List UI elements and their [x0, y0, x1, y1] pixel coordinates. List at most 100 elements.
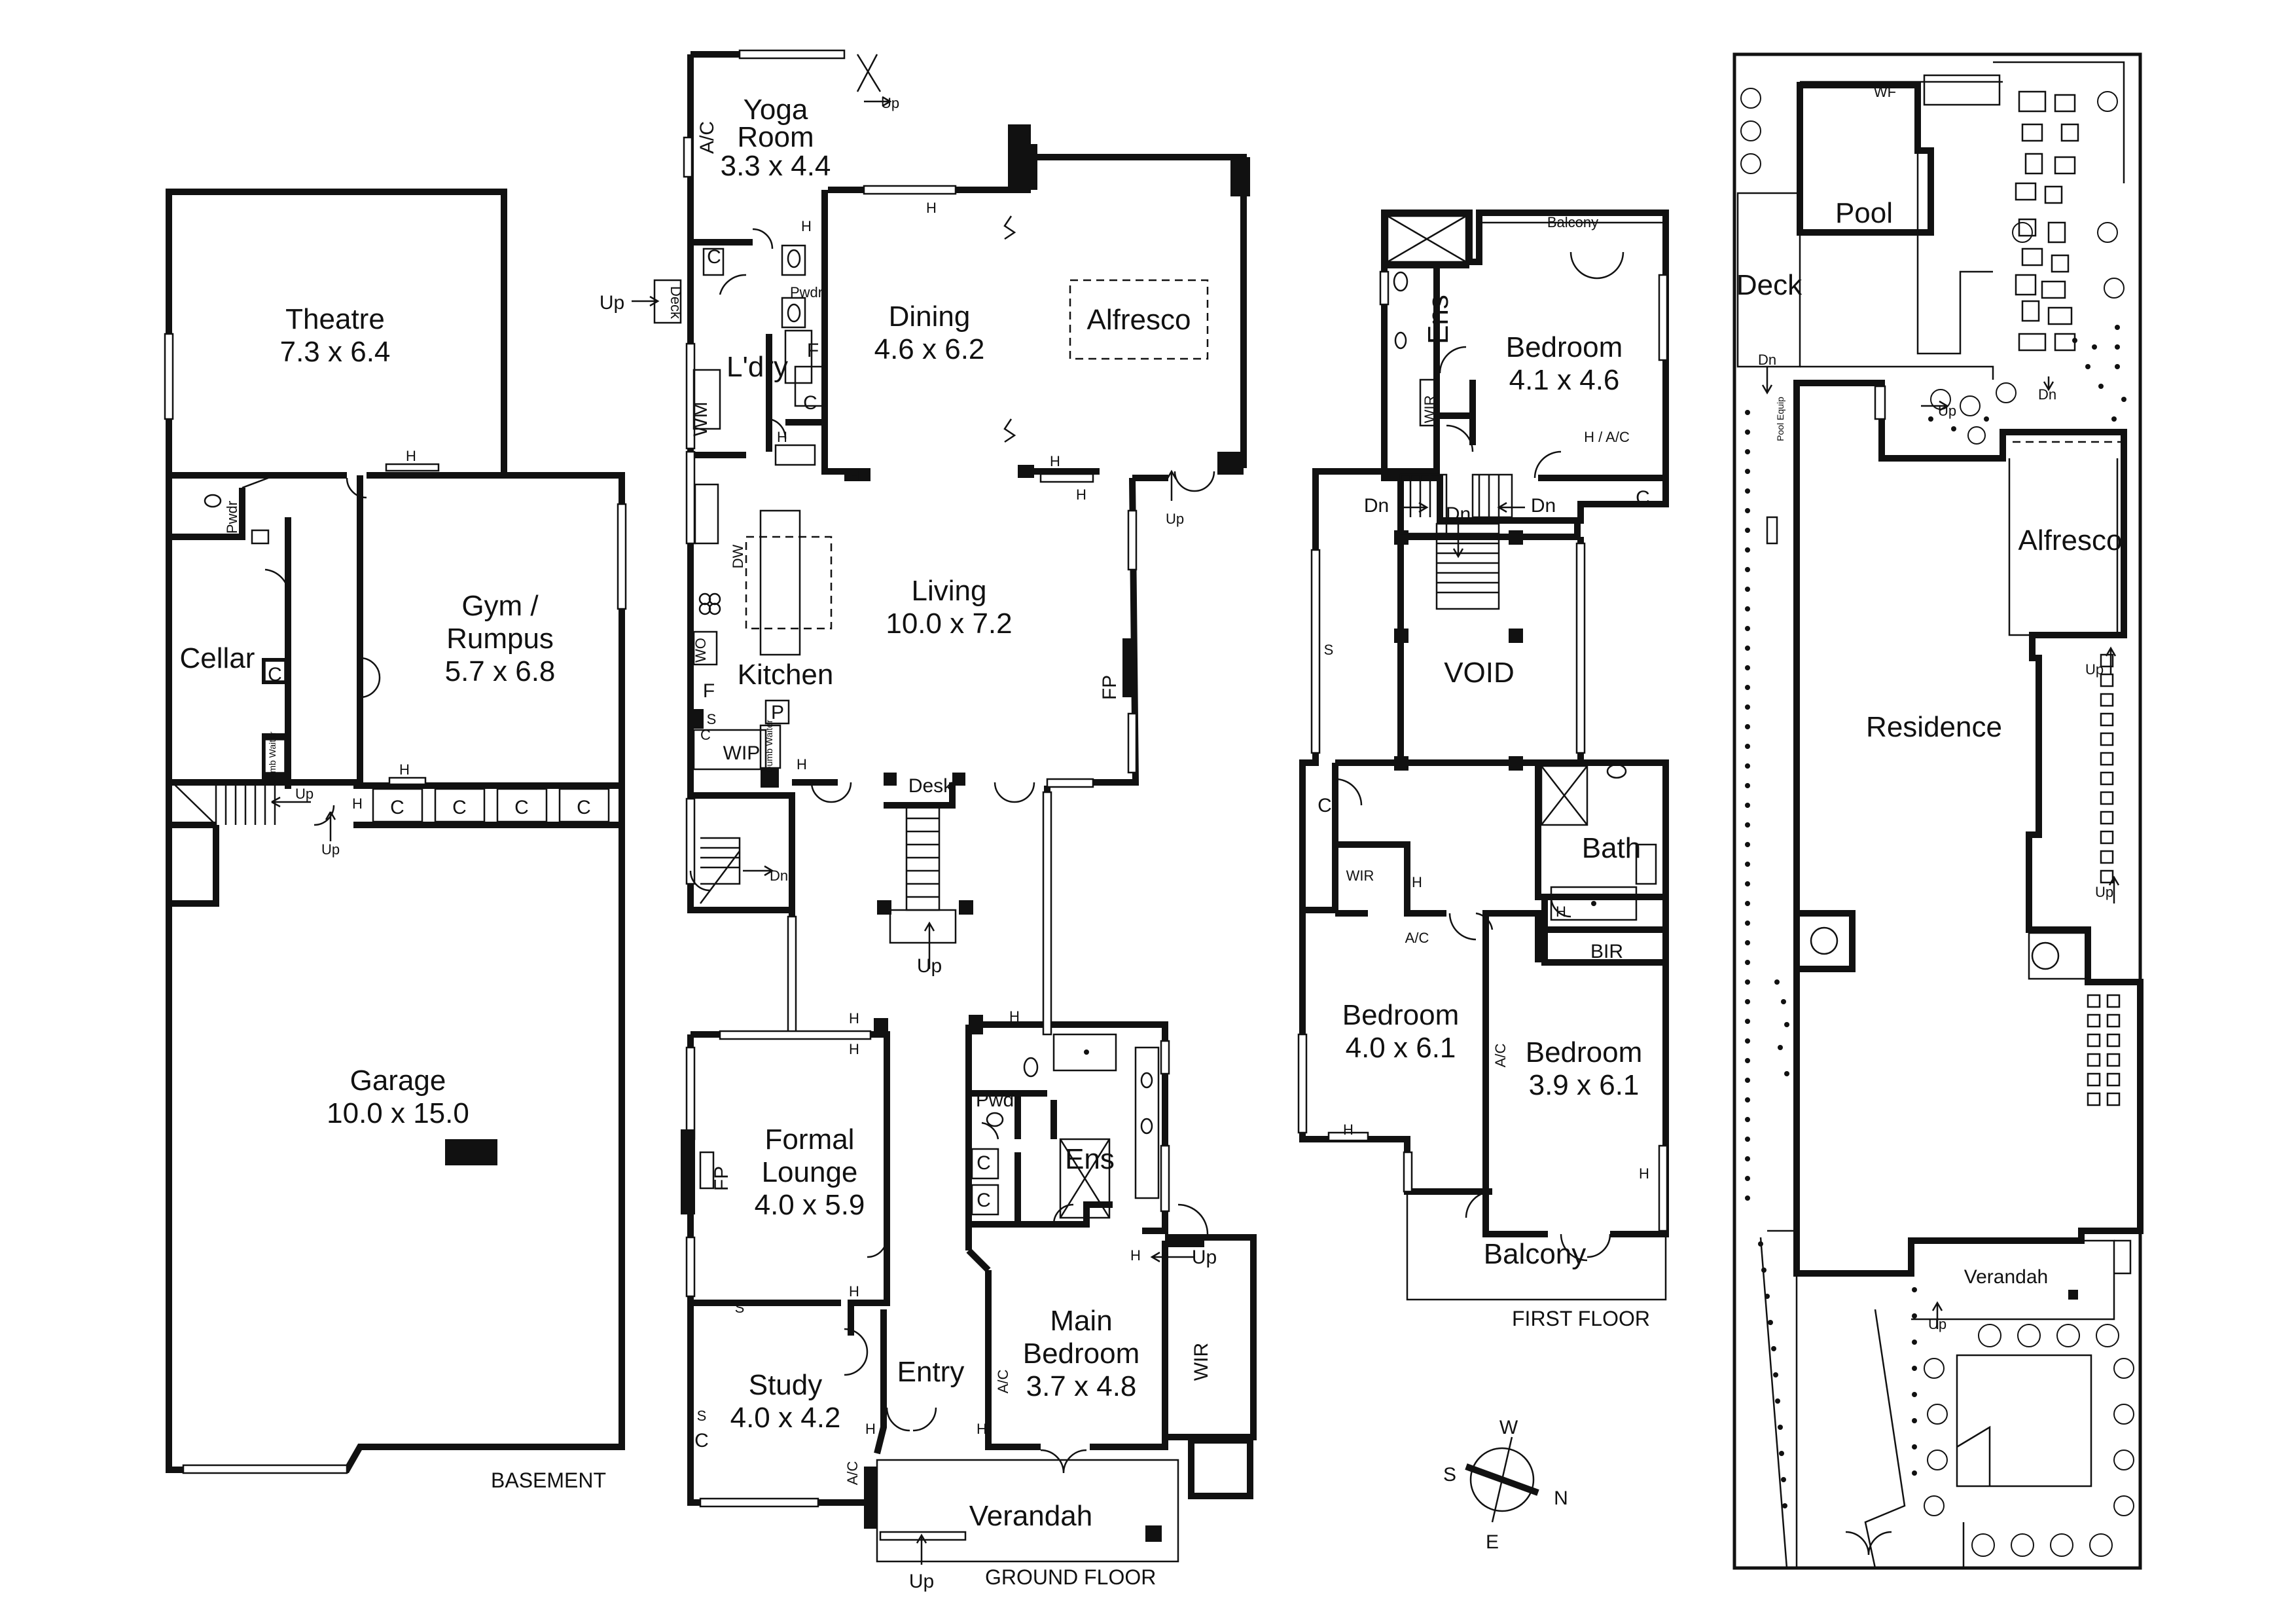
cupboard-2: C	[452, 797, 467, 818]
deck-label: Deck	[668, 286, 684, 319]
alfresco-label: Alfresco	[1087, 304, 1191, 336]
dumb-waiter-label: Dumb Waiter	[764, 720, 774, 773]
site-deck-label: Deck	[1736, 269, 1803, 301]
bedroom2-label: Bedroom	[1342, 999, 1460, 1031]
first-floor-plan: Balcony Ens Bedroom 4.1 x 4.6 WIR H / A/…	[1297, 210, 1669, 1330]
caption-ground-floor: GROUND FLOOR	[985, 1565, 1156, 1589]
bedroom3-dims: 3.9 x 6.1	[1529, 1069, 1640, 1101]
ac-label-2: A/C	[995, 1370, 1011, 1394]
bath-label: Bath	[1582, 832, 1641, 864]
dining-label: Dining	[889, 301, 971, 333]
dw-label: DW	[730, 544, 746, 568]
site-dn-1: Dn	[1758, 352, 1776, 368]
first-c-top: C	[1636, 487, 1650, 509]
bedroom1-dims: 4.1 x 4.6	[1509, 364, 1620, 396]
laundry-label: L'dry	[726, 351, 788, 383]
f-label-1: F	[807, 340, 819, 361]
main-bedroom-label-1: Main	[1050, 1305, 1112, 1337]
wir-h: H	[1412, 874, 1422, 890]
first-ac-1: A/C	[1405, 930, 1429, 946]
pool-equip-label: Pool Equip	[1775, 397, 1785, 441]
first-ac-2: A/C	[1492, 1044, 1509, 1068]
first-c-left: C	[1318, 795, 1332, 816]
compass-n: N	[1554, 1487, 1568, 1509]
gym-label-1: Gym /	[461, 590, 539, 622]
pwdr-label: Pwdr	[976, 1089, 1020, 1111]
compass-s: S	[1443, 1464, 1456, 1486]
living-h-1: H	[849, 468, 859, 484]
dining-dims: 4.6 x 6.2	[874, 333, 985, 365]
caption-basement: BASEMENT	[491, 1468, 606, 1492]
site-up-1: Up	[1938, 403, 1956, 419]
laundry-h: H	[777, 429, 787, 445]
kitchen-s-label: S	[707, 711, 717, 727]
cupboard-4: C	[577, 797, 591, 818]
formal-h-1: H	[849, 1010, 859, 1027]
main-bedroom-label-2: Bedroom	[1023, 1338, 1140, 1370]
basement-h-3: H	[352, 795, 363, 812]
first-wir-label: WIR	[1422, 395, 1438, 424]
living-label: Living	[912, 575, 987, 607]
pwdr-label: Pwdr	[224, 501, 240, 534]
ens-c-1: C	[977, 1152, 991, 1174]
verandah-up: Up	[909, 1571, 934, 1592]
dn-label-2: Dn	[1446, 503, 1471, 525]
yoga-c-label: C	[707, 246, 721, 268]
hac-label: H / A/C	[1584, 429, 1630, 445]
cupboard-3: C	[514, 797, 529, 818]
f-label-2: F	[703, 680, 715, 702]
wip-c-label: C	[700, 727, 711, 743]
site-up-3: Up	[2095, 884, 2113, 900]
bed2-h: H	[1343, 1122, 1354, 1138]
desk-label: Desk	[908, 775, 954, 797]
fp-label-2: FP	[711, 1166, 732, 1191]
dumb-waiter-label: Dumb Waiter	[267, 731, 278, 785]
basement-plan: Theatre 7.3 x 6.4 Gym / Rumpus 5.7 x 6.8…	[164, 189, 627, 1492]
pool-label: Pool	[1835, 197, 1893, 229]
compass-e: E	[1486, 1531, 1499, 1553]
gym-label-2: Rumpus	[446, 623, 554, 655]
site-up-2: Up	[2085, 661, 2104, 678]
wip-h: H	[797, 756, 807, 773]
basement-up-2: Up	[321, 841, 340, 858]
alfresco-up: Up	[1166, 511, 1184, 527]
fp-label-1: FP	[1099, 675, 1121, 700]
study-dims: 4.0 x 4.2	[730, 1402, 841, 1434]
first-s-label: S	[1324, 642, 1334, 658]
wm-label: WM	[690, 401, 711, 436]
formal-dims: 4.0 x 5.9	[755, 1189, 865, 1221]
residence-label: Residence	[1866, 711, 2002, 743]
wir-label: WIR	[1191, 1343, 1212, 1381]
basement-up-1: Up	[295, 786, 314, 802]
deck-up: Up	[600, 292, 624, 314]
balcony-top-label: Balcony	[1547, 214, 1598, 230]
wo-label: WO	[692, 638, 709, 663]
pwdr-h: H	[801, 218, 812, 234]
bedroom3-label: Bedroom	[1526, 1036, 1643, 1068]
living-dims: 10.0 x 7.2	[886, 608, 1012, 640]
basement-h-1: H	[406, 448, 416, 464]
study-label: Study	[749, 1369, 823, 1401]
verandah-label: Verandah	[969, 1500, 1092, 1532]
site-dn-2: Dn	[2038, 386, 2056, 403]
yoga-dims: 3.3 x 4.4	[721, 150, 831, 182]
caption-first-floor: FIRST FLOOR	[1512, 1307, 1650, 1330]
theatre-label: Theatre	[285, 303, 385, 335]
first-wir-2: WIR	[1346, 867, 1374, 884]
yoga-label-2: Room	[737, 121, 814, 153]
entry-label: Entry	[897, 1356, 965, 1388]
site-up-4: Up	[1928, 1316, 1946, 1332]
first-ens-label: Ens	[1422, 295, 1454, 344]
basement-h-2: H	[399, 761, 410, 778]
bir-label: BIR	[1590, 941, 1623, 962]
ens-label: Ens	[1065, 1143, 1115, 1175]
main-bedroom-dims: 3.7 x 4.8	[1026, 1370, 1137, 1402]
ac-label-1: A/C	[696, 121, 718, 154]
garage-label: Garage	[350, 1065, 446, 1097]
site-verandah-label: Verandah	[1964, 1266, 2048, 1288]
laundry-c-label: C	[803, 392, 817, 414]
bedroom1-label: Bedroom	[1506, 331, 1623, 363]
cellar-c-label: C	[268, 664, 282, 685]
p-label: P	[771, 702, 784, 723]
ground-pwdr: Pwdr	[790, 284, 823, 301]
